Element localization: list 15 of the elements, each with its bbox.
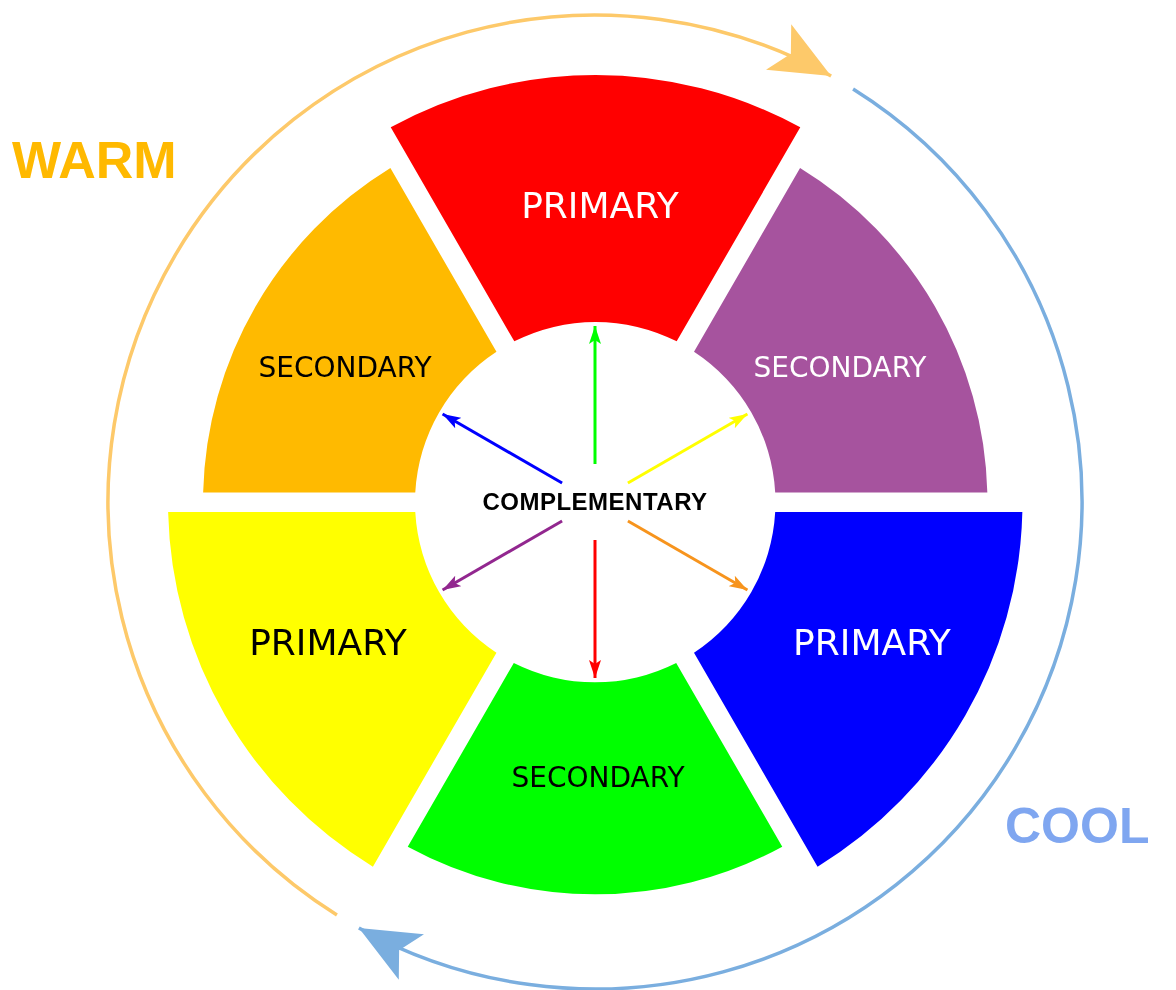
segment-label: PRIMARY <box>521 184 679 226</box>
arrow <box>441 412 563 485</box>
center-label: COMPLEMENTARY <box>482 488 708 516</box>
arrow <box>589 540 601 678</box>
arrow <box>627 519 749 592</box>
arrow <box>441 519 563 592</box>
segment-label: SECONDARY <box>511 760 685 794</box>
segment-label: PRIMARY <box>793 621 951 663</box>
arrow <box>589 326 601 464</box>
segment-label: SECONDARY <box>258 350 432 384</box>
cool-label: COOL <box>1005 797 1150 855</box>
segment-label: PRIMARY <box>249 621 407 663</box>
segment-label: SECONDARY <box>753 350 927 384</box>
arrow <box>627 412 749 485</box>
warm-label: WARM <box>12 130 177 190</box>
